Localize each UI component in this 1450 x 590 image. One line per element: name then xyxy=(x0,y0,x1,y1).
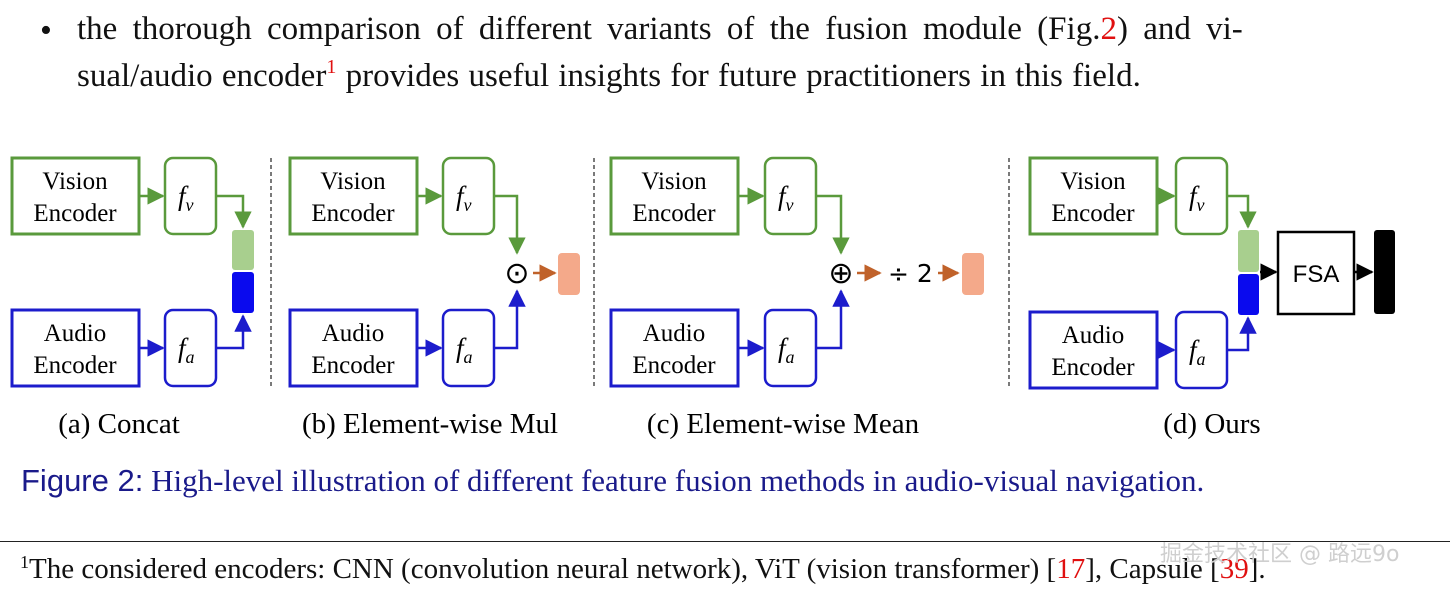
citation-link-39[interactable]: 39 xyxy=(1219,553,1249,585)
audio-encoder-label: Encoder xyxy=(632,352,716,379)
vision-encoder-box xyxy=(10,156,141,236)
watermark: 掘金技术社区 @ 路远9o xyxy=(1160,542,1400,567)
concat-green-block xyxy=(232,230,254,270)
audio-encoder-box xyxy=(609,308,740,388)
bullet-line-2: sual/audio encoder1 provides useful insi… xyxy=(77,53,1141,99)
panel-label-c: (c) Element-wise Mean xyxy=(647,408,920,440)
fv-label: fv xyxy=(178,181,194,215)
output-orange-block xyxy=(558,253,580,295)
footnote-ref-link[interactable]: 1 xyxy=(326,56,337,78)
concat-blue-block xyxy=(232,272,254,313)
output-orange-block xyxy=(962,253,984,295)
output-black-block xyxy=(1374,230,1395,314)
caption-label: Figure 2: xyxy=(21,463,144,498)
fa-label: fa xyxy=(178,333,195,367)
panel-label-b: (b) Element-wise Mul xyxy=(302,408,558,440)
audio-encoder-box xyxy=(1028,310,1159,390)
vision-encoder-label: Vision xyxy=(42,168,108,195)
fsa-label: FSA xyxy=(1293,261,1340,288)
figure-ref-link[interactable]: 2 xyxy=(1100,11,1117,47)
footnote-text: ]. xyxy=(1248,553,1266,585)
bullet-text-tail: ) and vi- xyxy=(1116,11,1243,47)
bullet-dot: • xyxy=(40,12,52,49)
citation-link-17[interactable]: 17 xyxy=(1056,553,1086,585)
vision-encoder-label: Encoder xyxy=(33,200,117,227)
bullet-text: sual/audio encoder xyxy=(77,58,327,94)
vision-encoder-label: Vision xyxy=(1060,168,1126,195)
vision-encoder-label: Vision xyxy=(641,168,707,195)
panel-label-a: (a) Concat xyxy=(58,408,180,440)
concat-green-block xyxy=(1238,230,1259,272)
panel-a: Vision Encoder fv Audio Encoder fa xyxy=(10,156,254,388)
fv-label: fv xyxy=(1189,181,1205,215)
fv-label: fv xyxy=(778,181,794,215)
bullet-text-tail: provides useful insights for future prac… xyxy=(336,58,1141,94)
audio-encoder-label: Encoder xyxy=(311,352,395,379)
footnote-mark: 1 xyxy=(20,552,29,572)
audio-encoder-label: Audio xyxy=(1062,322,1125,349)
footnote-rule xyxy=(0,541,1450,542)
panel-label-d: (d) Ours xyxy=(1163,408,1260,440)
audio-encoder-box xyxy=(10,308,141,388)
bullet-text: the thorough comparison of different var… xyxy=(77,11,1101,47)
audio-encoder-label: Audio xyxy=(643,320,706,347)
panel-b: Vision Encoder fv Audio Encoder fa ⊙ xyxy=(288,156,580,388)
audio-encoder-label: Audio xyxy=(44,320,107,347)
figure-caption: Figure 2: High-level illustration of dif… xyxy=(21,458,1204,504)
caption-text: High-level illustration of different fea… xyxy=(151,463,1205,498)
fsa-box xyxy=(1276,230,1356,316)
audio-encoder-box xyxy=(288,308,419,388)
bullet-line-1: the thorough comparison of different var… xyxy=(77,6,1243,52)
fusion-figure: Vision Encoder fv Audio Encoder fa Visio… xyxy=(10,156,1395,440)
fa-label: fa xyxy=(456,333,473,367)
fa-label: fa xyxy=(1189,335,1206,369)
divide-by-two-label: ÷ 2 xyxy=(888,259,933,288)
audio-encoder-label: Encoder xyxy=(33,352,117,379)
elementwise-sum-symbol: ⊕ xyxy=(828,256,853,291)
vision-encoder-label: Encoder xyxy=(632,200,716,227)
elementwise-mul-symbol: ⊙ xyxy=(504,256,529,291)
fv-label: fv xyxy=(456,181,472,215)
audio-encoder-label: Audio xyxy=(322,320,385,347)
footnote-text: The considered encoders: CNN (convolutio… xyxy=(29,553,1057,585)
panel-d: Vision Encoder fv Audio Encoder fa FSA xyxy=(1028,156,1395,390)
concat-blue-block xyxy=(1238,274,1259,315)
vision-encoder-label: Encoder xyxy=(311,200,395,227)
fa-label: fa xyxy=(778,333,795,367)
vision-encoder-label: Encoder xyxy=(1051,200,1135,227)
panel-c: Vision Encoder fv Audio Encoder fa ⊕ ÷ 2 xyxy=(609,156,984,388)
audio-encoder-label: Encoder xyxy=(1051,354,1135,381)
footnote-text: ], Capsule [ xyxy=(1085,553,1220,585)
vision-encoder-box xyxy=(609,156,740,236)
vision-encoder-label: Vision xyxy=(320,168,386,195)
footnote: 1The considered encoders: CNN (convoluti… xyxy=(20,548,1266,590)
